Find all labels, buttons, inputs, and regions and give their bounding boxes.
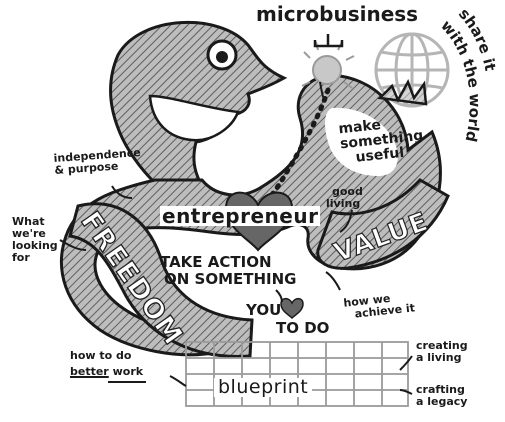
to-do-label: TO DO	[276, 319, 330, 337]
looking-line: looking	[12, 239, 58, 252]
what-line: What	[12, 215, 45, 228]
take-action-line: TAKE ACTION	[160, 253, 272, 271]
what-looking-for-label: What we're looking for	[12, 216, 58, 264]
living-line: living	[326, 197, 361, 210]
good-living-label: good living	[326, 186, 363, 210]
a-living-line: a living	[416, 351, 462, 364]
better-word: better	[70, 365, 109, 378]
a-legacy-line: a legacy	[416, 395, 468, 408]
make-something-useful-label: make something useful	[338, 114, 426, 167]
take-action-label: TAKE ACTION ON SOMETHING	[160, 254, 297, 288]
microbusiness-label: microbusiness	[256, 2, 419, 26]
blueprint-label: blueprint	[214, 378, 313, 397]
pointer-lines	[59, 185, 413, 395]
for-line: for	[12, 251, 30, 264]
small-heart-icon	[280, 297, 304, 320]
crafting-a-legacy-label: crafting a legacy	[416, 384, 467, 408]
value-ribbon: VALUE	[316, 178, 450, 270]
how-to-do-line: how to do	[70, 349, 132, 362]
how-to-do-better-work-label: how to do better work	[70, 350, 143, 378]
creating-line: creating	[416, 339, 468, 352]
crafting-line: crafting	[416, 383, 465, 396]
head-with-eye-icon	[109, 20, 288, 184]
good-line: good	[332, 185, 363, 198]
blueprint-grid-icon	[185, 341, 409, 407]
creating-a-living-label: creating a living	[416, 340, 468, 364]
work-word: work	[112, 365, 144, 378]
crown-icon	[377, 79, 428, 106]
entrepreneur-label: entrepreneur	[160, 204, 321, 228]
useful-zone	[325, 107, 398, 176]
you-label: YOU	[246, 301, 282, 319]
lightbulb-icon	[301, 41, 355, 101]
on-something-line: ON SOMETHING	[164, 270, 297, 288]
globe-icon	[374, 32, 450, 108]
were-line: we're	[12, 227, 46, 240]
microbusiness-bracket	[313, 34, 344, 48]
